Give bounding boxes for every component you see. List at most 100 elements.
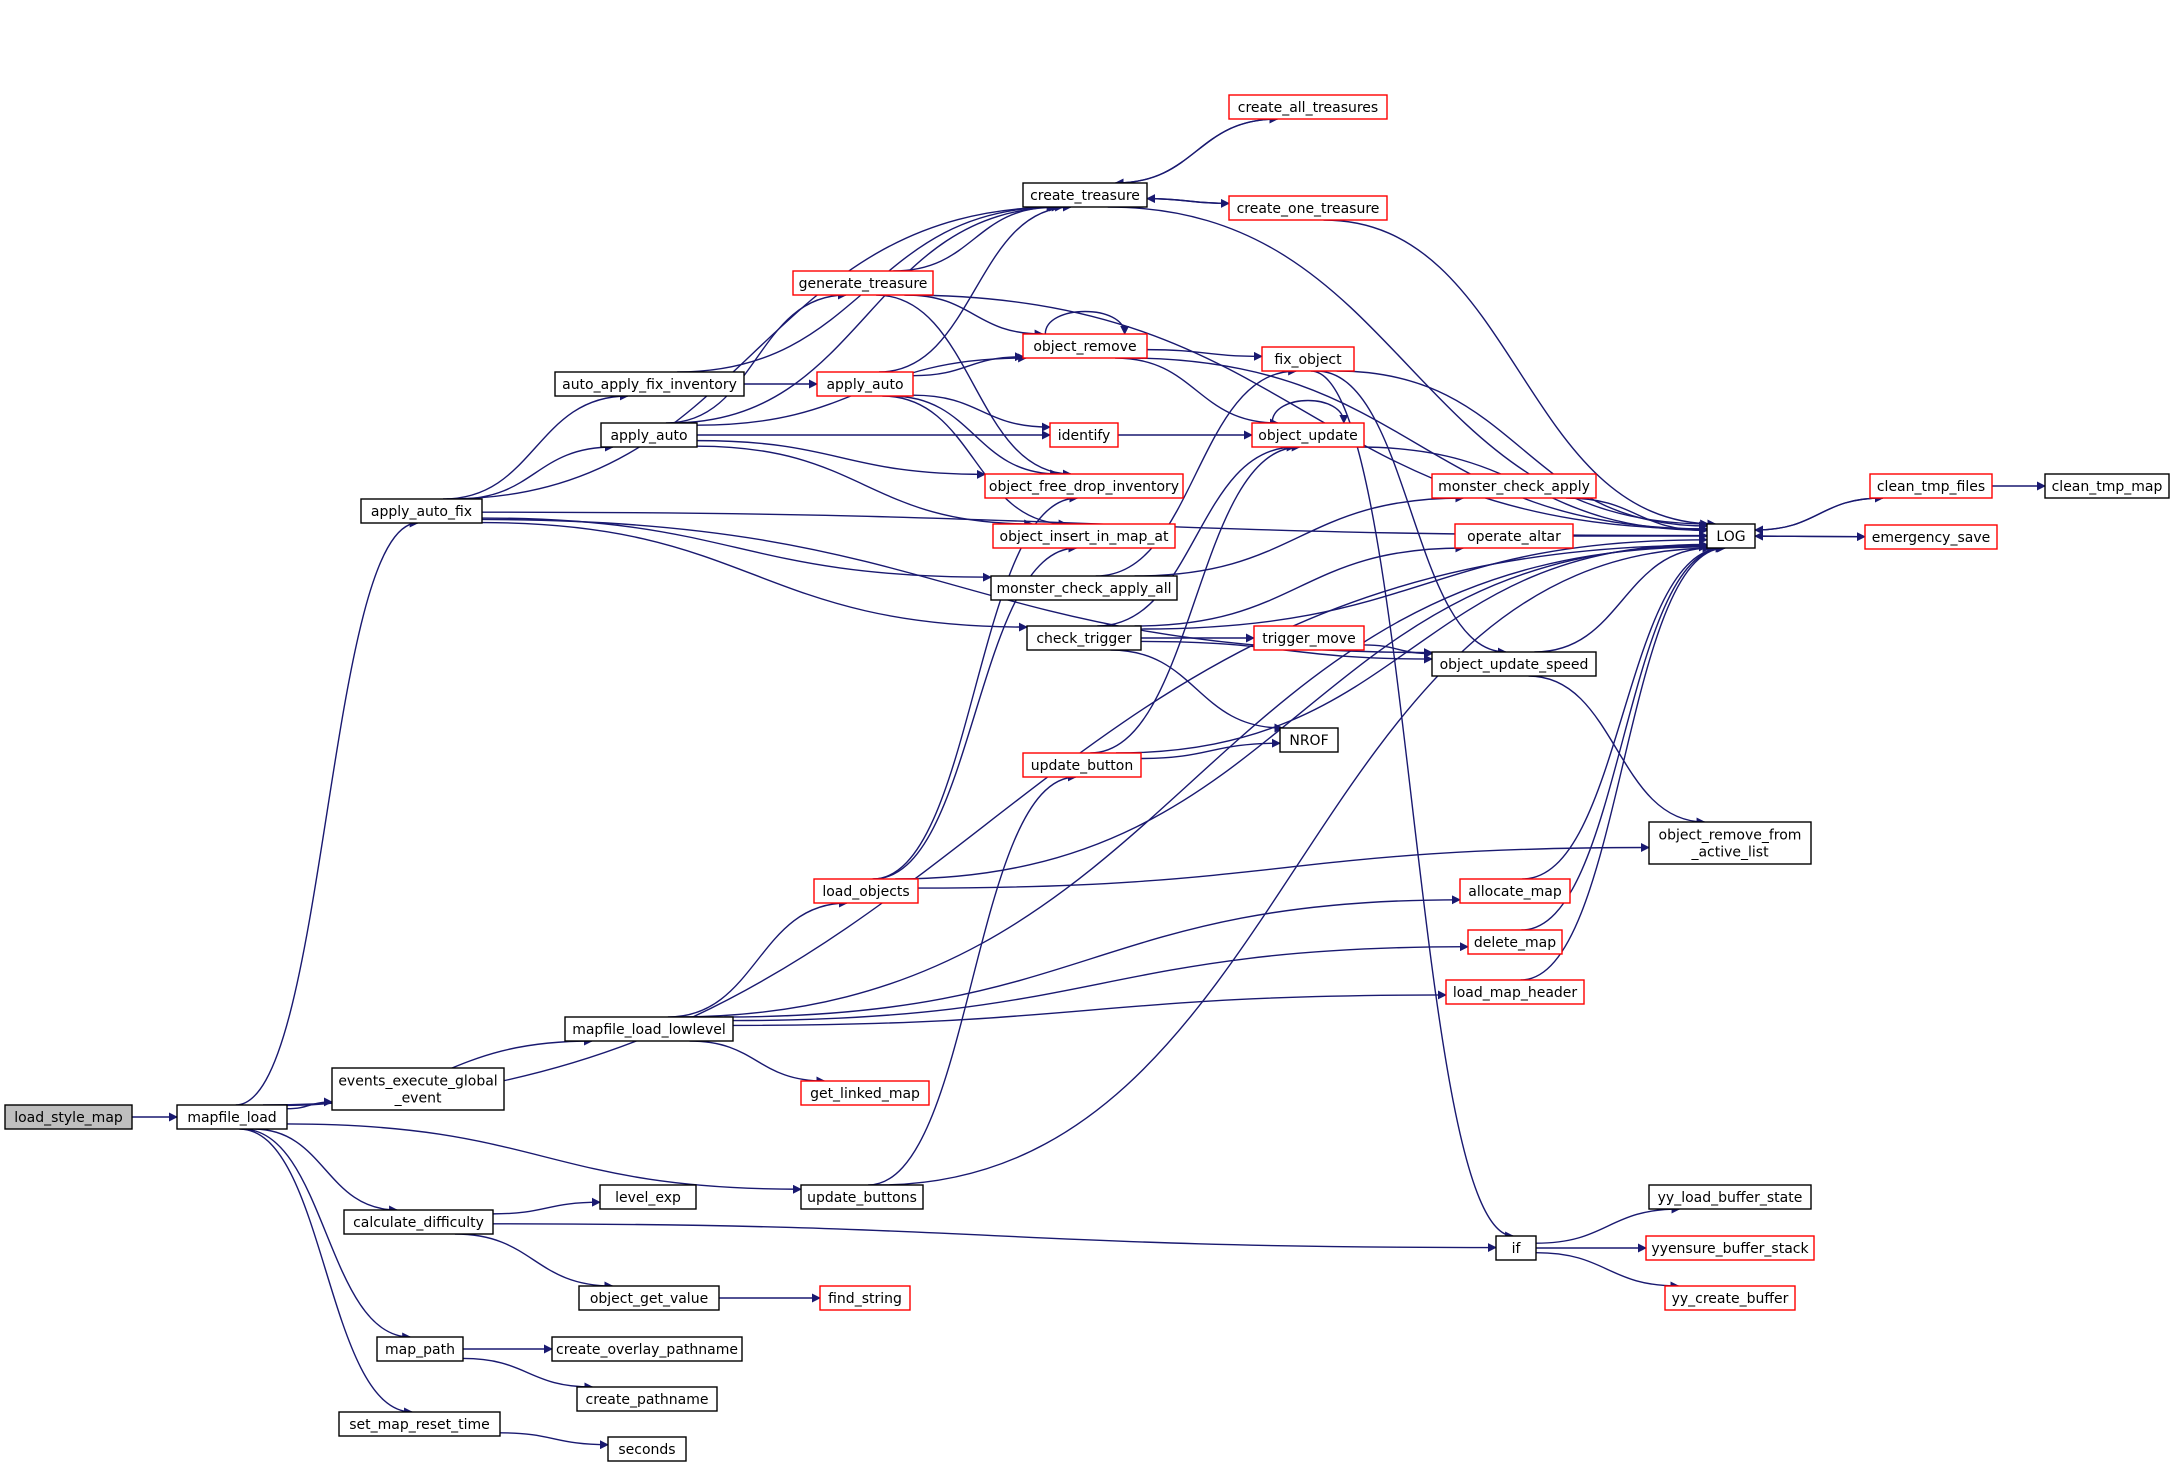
node-box-update_button[interactable]: [1022, 752, 1142, 778]
node-create_one_treasure[interactable]: create_one_treasure: [1228, 195, 1388, 221]
node-events_execute_global_event[interactable]: events_execute_global_event: [331, 1067, 505, 1111]
node-box-if[interactable]: [1495, 1235, 1537, 1261]
node-delete_map[interactable]: delete_map: [1467, 929, 1563, 955]
node-box-mapfile_load[interactable]: [176, 1104, 288, 1130]
node-box-NROF[interactable]: [1279, 727, 1339, 753]
node-box-object_remove[interactable]: [1022, 333, 1148, 359]
node-box-apply_auto_red[interactable]: [816, 371, 914, 397]
node-box-object_get_value[interactable]: [578, 1285, 720, 1311]
node-level_exp[interactable]: level_exp: [599, 1184, 697, 1210]
node-object_get_value[interactable]: object_get_value: [578, 1285, 720, 1311]
node-box-apply_auto_fix[interactable]: [360, 498, 483, 524]
node-LOG[interactable]: LOG: [1706, 523, 1756, 549]
node-yyensure_buffer_stack[interactable]: yyensure_buffer_stack: [1645, 1235, 1815, 1261]
node-fix_object[interactable]: fix_object: [1261, 346, 1355, 372]
node-seconds[interactable]: seconds: [607, 1436, 687, 1462]
node-box-operate_altar[interactable]: [1454, 523, 1574, 549]
node-box-delete_map[interactable]: [1467, 929, 1563, 955]
node-box-events_execute_global_event[interactable]: [331, 1067, 505, 1111]
node-box-update_buttons[interactable]: [800, 1184, 924, 1210]
node-update_button[interactable]: update_button: [1022, 752, 1142, 778]
node-check_trigger[interactable]: check_trigger: [1026, 625, 1142, 651]
node-box-apply_auto_black[interactable]: [600, 422, 698, 448]
node-clean_tmp_map[interactable]: clean_tmp_map: [2044, 473, 2170, 499]
node-box-calculate_difficulty[interactable]: [343, 1209, 494, 1235]
node-apply_auto_black[interactable]: apply_auto: [600, 422, 698, 448]
node-monster_check_apply[interactable]: monster_check_apply: [1431, 473, 1597, 499]
node-box-check_trigger[interactable]: [1026, 625, 1142, 651]
node-box-find_string[interactable]: [819, 1285, 911, 1311]
node-box-load_style_map[interactable]: [4, 1104, 133, 1130]
node-auto_apply_fix_inventory[interactable]: auto_apply_fix_inventory: [554, 371, 745, 397]
node-generate_treasure[interactable]: generate_treasure: [792, 270, 934, 296]
node-box-object_update[interactable]: [1251, 422, 1365, 448]
node-box-mapfile_load_lowlevel[interactable]: [564, 1016, 734, 1042]
node-box-auto_apply_fix_inventory[interactable]: [554, 371, 745, 397]
node-yy_load_buffer_state[interactable]: yy_load_buffer_state: [1648, 1184, 1812, 1210]
node-yy_create_buffer[interactable]: yy_create_buffer: [1664, 1285, 1796, 1311]
node-box-set_map_reset_time[interactable]: [338, 1411, 501, 1437]
node-object_free_drop_inventory[interactable]: object_free_drop_inventory: [984, 473, 1184, 499]
node-map_path[interactable]: map_path: [376, 1336, 464, 1362]
node-object_update_speed[interactable]: object_update_speed: [1431, 651, 1597, 677]
node-get_linked_map[interactable]: get_linked_map: [800, 1080, 930, 1106]
node-box-create_overlay_pathname[interactable]: [551, 1336, 743, 1362]
node-box-generate_treasure[interactable]: [792, 270, 934, 296]
node-mapfile_load[interactable]: mapfile_load: [176, 1104, 288, 1130]
node-clean_tmp_files[interactable]: clean_tmp_files: [1869, 473, 1993, 499]
node-create_all_treasures[interactable]: create_all_treasures: [1228, 94, 1388, 120]
node-box-fix_object[interactable]: [1261, 346, 1355, 372]
node-box-load_map_header[interactable]: [1445, 979, 1585, 1005]
node-box-monster_check_apply_all[interactable]: [990, 575, 1178, 601]
node-object_remove[interactable]: object_remove: [1022, 333, 1148, 359]
node-box-allocate_map[interactable]: [1459, 878, 1571, 904]
node-mapfile_load_lowlevel[interactable]: mapfile_load_lowlevel: [564, 1016, 734, 1042]
node-box-seconds[interactable]: [607, 1436, 687, 1462]
node-box-create_all_treasures[interactable]: [1228, 94, 1388, 120]
node-operate_altar[interactable]: operate_altar: [1454, 523, 1574, 549]
node-update_buttons[interactable]: update_buttons: [800, 1184, 924, 1210]
node-load_map_header[interactable]: load_map_header: [1445, 979, 1585, 1005]
node-box-object_free_drop_inventory[interactable]: [984, 473, 1184, 499]
node-box-yyensure_buffer_stack[interactable]: [1645, 1235, 1815, 1261]
node-trigger_move[interactable]: trigger_move: [1253, 625, 1365, 651]
node-box-yy_create_buffer[interactable]: [1664, 1285, 1796, 1311]
node-identify[interactable]: identify: [1049, 422, 1119, 448]
node-create_pathname[interactable]: create_pathname: [576, 1386, 718, 1412]
node-find_string[interactable]: find_string: [819, 1285, 911, 1311]
node-box-object_insert_in_map_at[interactable]: [992, 523, 1176, 549]
node-box-object_update_speed[interactable]: [1431, 651, 1597, 677]
node-box-LOG[interactable]: [1706, 523, 1756, 549]
node-box-emergency_save[interactable]: [1864, 524, 1998, 550]
node-object_remove_from_active_list[interactable]: object_remove_from_active_list: [1648, 821, 1812, 865]
node-box-create_treasure[interactable]: [1022, 182, 1148, 208]
node-box-clean_tmp_map[interactable]: [2044, 473, 2170, 499]
node-box-get_linked_map[interactable]: [800, 1080, 930, 1106]
node-NROF[interactable]: NROF: [1279, 727, 1339, 753]
node-set_map_reset_time[interactable]: set_map_reset_time: [338, 1411, 501, 1437]
node-box-identify[interactable]: [1049, 422, 1119, 448]
node-box-load_objects[interactable]: [813, 878, 919, 904]
node-create_overlay_pathname[interactable]: create_overlay_pathname: [551, 1336, 743, 1362]
node-box-object_remove_from_active_list[interactable]: [1648, 821, 1812, 865]
node-if[interactable]: if: [1495, 1235, 1537, 1261]
node-apply_auto_fix[interactable]: apply_auto_fix: [360, 498, 483, 524]
node-box-map_path[interactable]: [376, 1336, 464, 1362]
node-load_style_map[interactable]: load_style_map: [4, 1104, 133, 1130]
node-load_objects[interactable]: load_objects: [813, 878, 919, 904]
node-object_update[interactable]: object_update: [1251, 422, 1365, 448]
node-create_treasure[interactable]: create_treasure: [1022, 182, 1148, 208]
node-box-level_exp[interactable]: [599, 1184, 697, 1210]
node-box-create_pathname[interactable]: [576, 1386, 718, 1412]
node-apply_auto_red[interactable]: apply_auto: [816, 371, 914, 397]
node-emergency_save[interactable]: emergency_save: [1864, 524, 1998, 550]
node-box-create_one_treasure[interactable]: [1228, 195, 1388, 221]
node-allocate_map[interactable]: allocate_map: [1459, 878, 1571, 904]
node-object_insert_in_map_at[interactable]: object_insert_in_map_at: [992, 523, 1176, 549]
node-box-trigger_move[interactable]: [1253, 625, 1365, 651]
node-box-yy_load_buffer_state[interactable]: [1648, 1184, 1812, 1210]
node-box-monster_check_apply[interactable]: [1431, 473, 1597, 499]
node-box-clean_tmp_files[interactable]: [1869, 473, 1993, 499]
node-calculate_difficulty[interactable]: calculate_difficulty: [343, 1209, 494, 1235]
node-monster_check_apply_all[interactable]: monster_check_apply_all: [990, 575, 1178, 601]
